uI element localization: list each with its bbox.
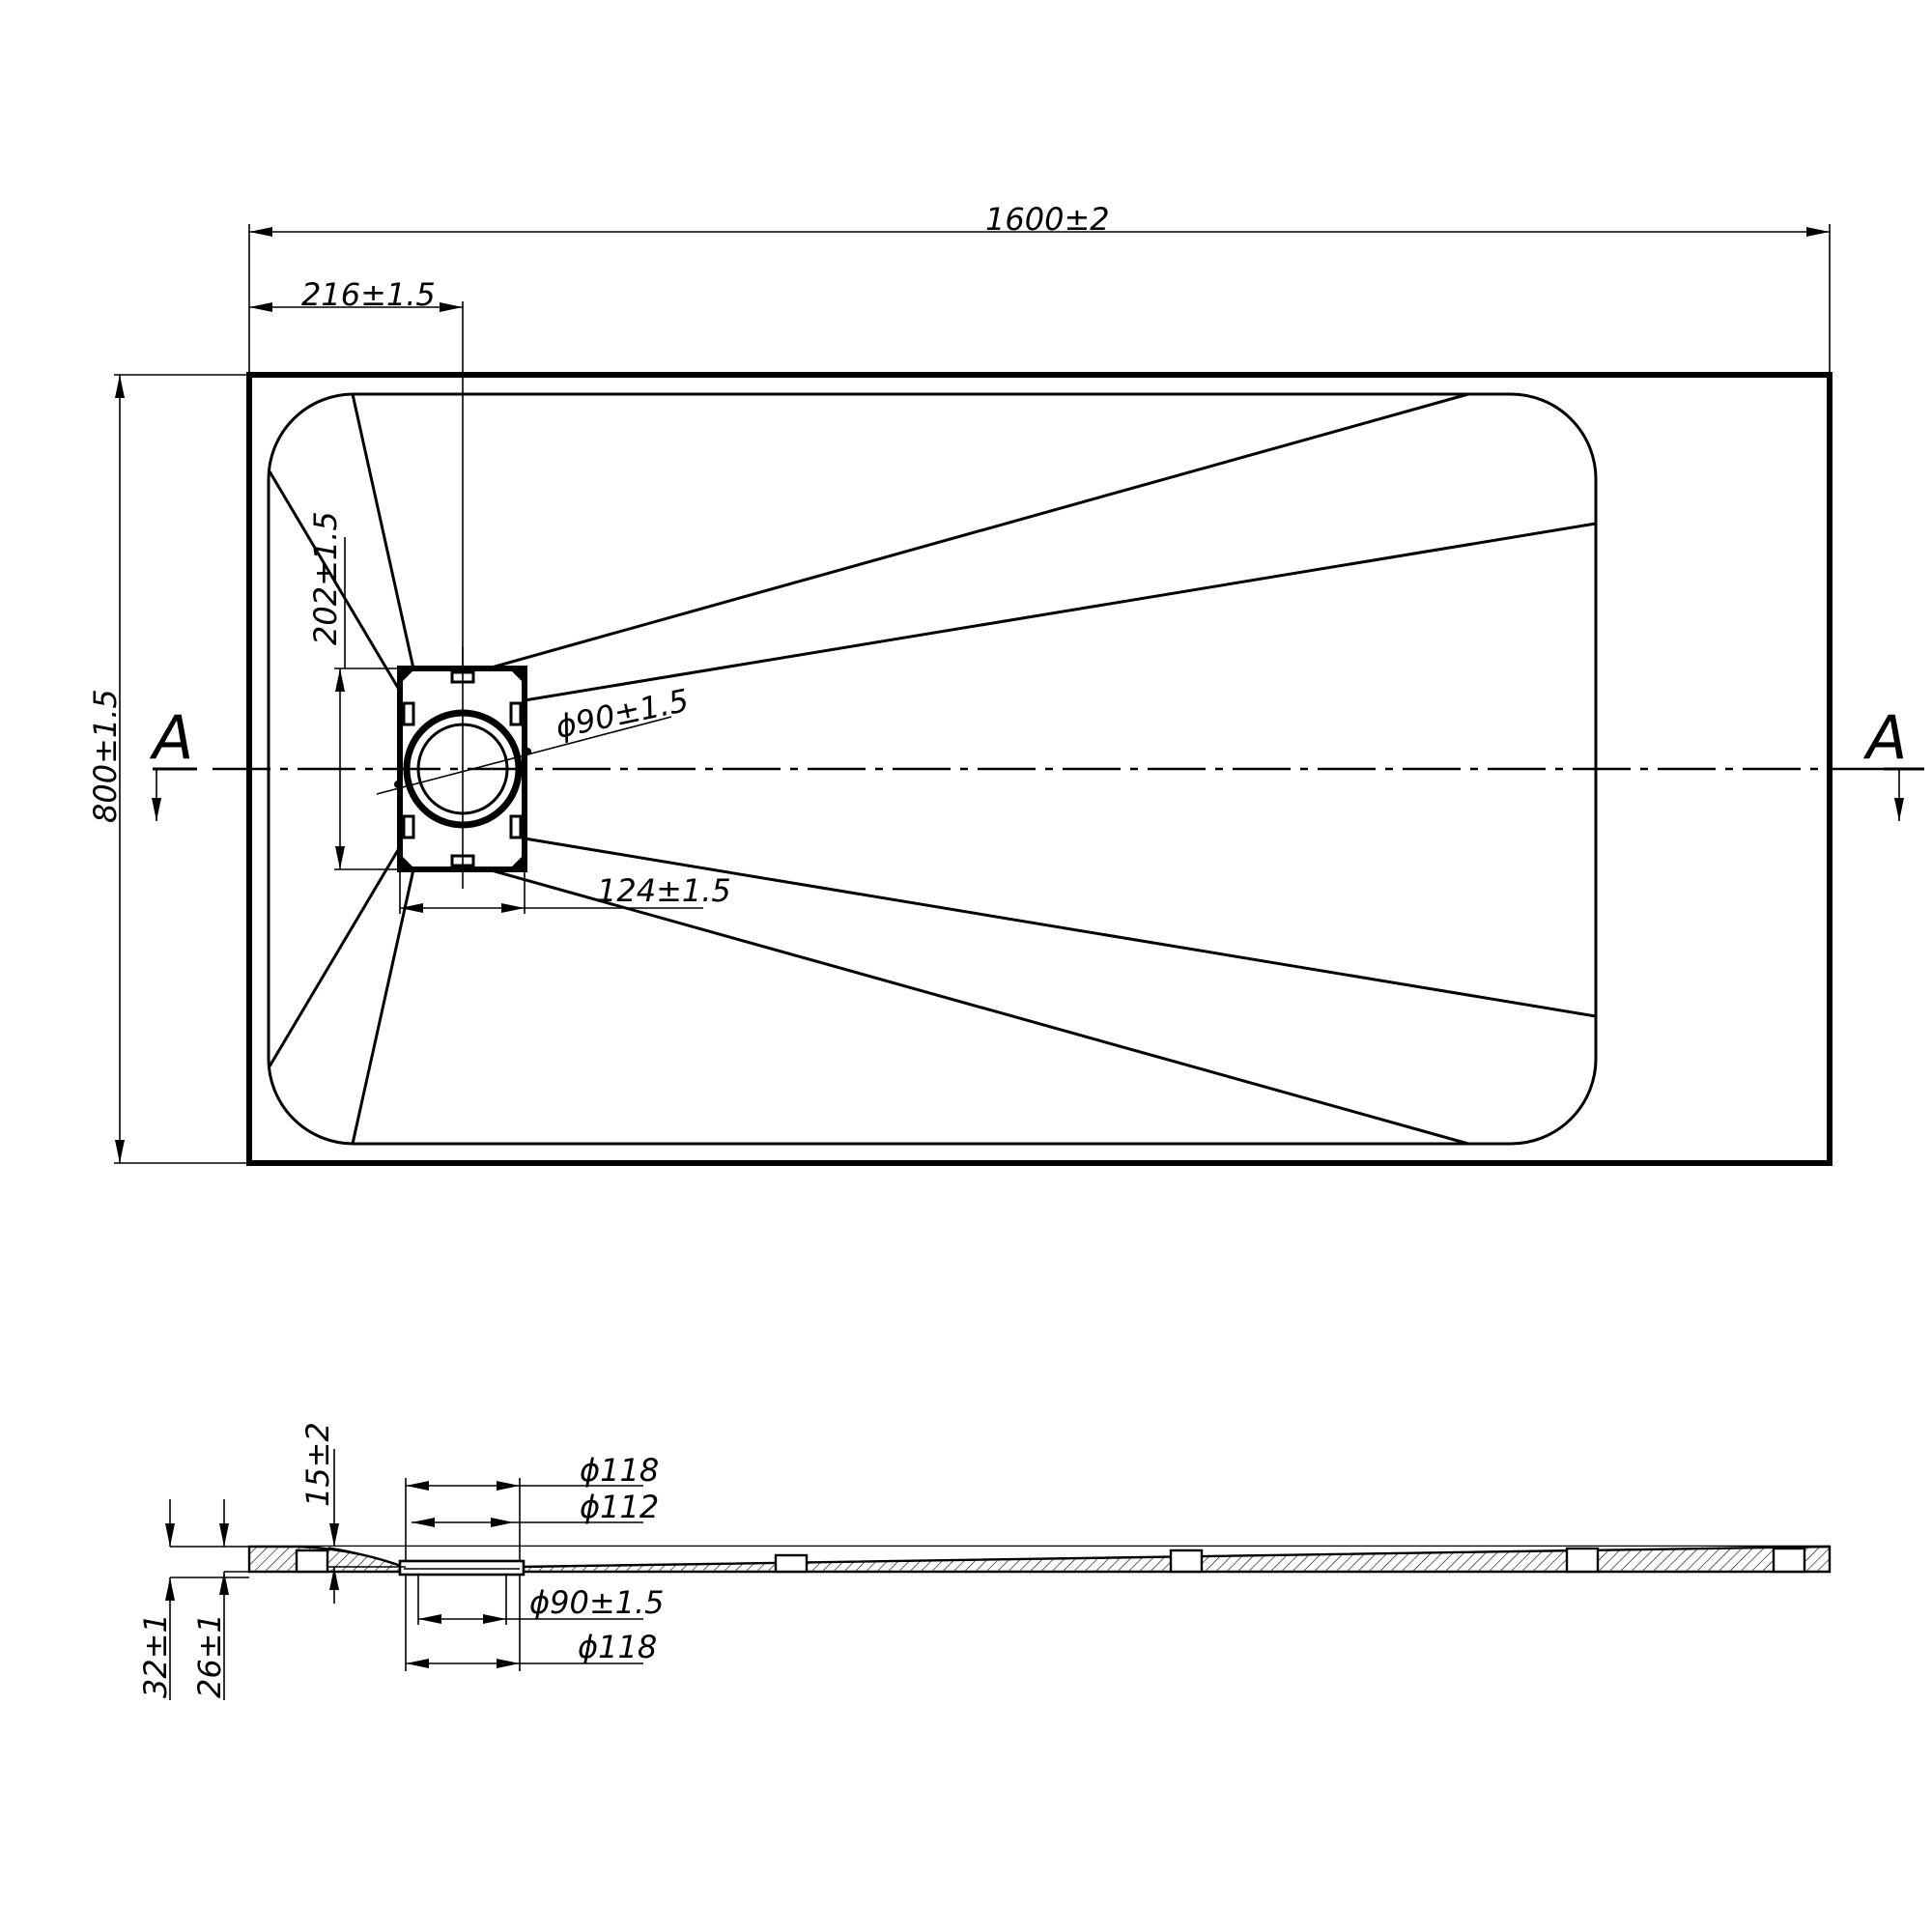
edge-height-label: 26±1 — [191, 1613, 228, 1698]
dim-drain-offset: 216±1.5 — [249, 276, 464, 668]
dim-top-inner: ϕ112 — [412, 1489, 659, 1527]
section-view: ϕ118 ϕ112 ϕ90±1.5 ϕ118 1 — [137, 1422, 1832, 1700]
top-outer-label: ϕ118 — [580, 1452, 659, 1489]
bottom-outlet-label: ϕ90±1.5 — [529, 1584, 665, 1621]
recess-label: 15±2 — [299, 1422, 336, 1507]
section-marker-right: A — [1862, 702, 1907, 773]
drain-offset-label: 216±1.5 — [301, 276, 436, 313]
dim-bottom-outlet: ϕ90±1.5 — [417, 1575, 665, 1625]
overall-width-label: 800±1.5 — [87, 689, 124, 823]
section-feet — [295, 1547, 1806, 1574]
dim-recess: 15±2 — [299, 1422, 406, 1604]
dim-top-outer: ϕ118 — [405, 1452, 659, 1561]
section-marker-left: A — [149, 702, 193, 773]
section-drain — [398, 1559, 526, 1577]
drain-box-height-label: 202±1.5 — [307, 511, 344, 645]
dim-edge-height: 26±1 — [191, 1499, 249, 1700]
plan-view: A A 1600±2 216±1.5 800±1.5 20 — [87, 201, 1924, 1166]
drain-box-width-label: 124±1.5 — [597, 872, 731, 909]
dim-overall-width: 800±1.5 — [87, 374, 249, 1164]
total-height-label: 32±1 — [137, 1613, 174, 1698]
slope-lines — [268, 392, 1597, 1146]
top-inner-label: ϕ112 — [580, 1489, 659, 1525]
dim-overall-length: 1600±2 — [248, 201, 1831, 375]
bottom-outer-label: ϕ118 — [578, 1629, 657, 1665]
dim-bottom-outer: ϕ118 — [405, 1575, 657, 1671]
dim-total-height: 32±1 — [137, 1499, 249, 1700]
overall-length-label: 1600±2 — [985, 201, 1110, 238]
dim-drain-box-width: 124±1.5 — [399, 869, 731, 914]
dim-drain-box-height: 202±1.5 — [307, 511, 400, 870]
